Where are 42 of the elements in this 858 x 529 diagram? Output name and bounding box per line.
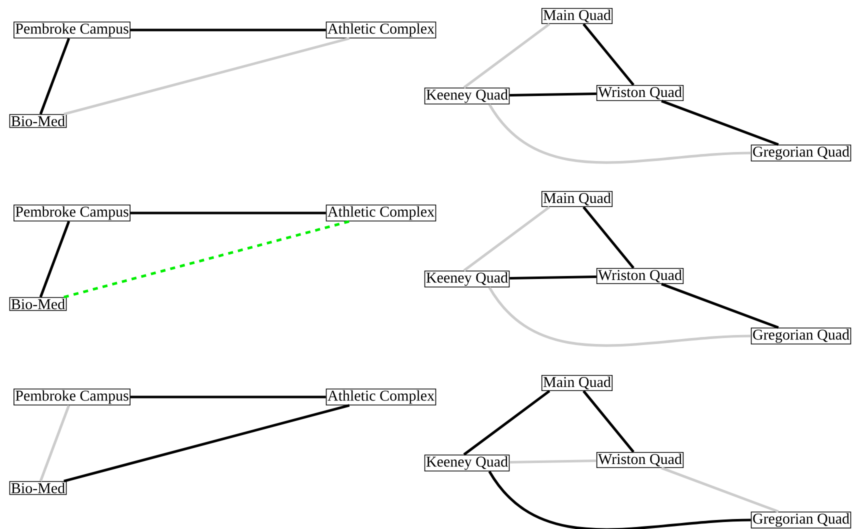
connector-line (64, 37, 350, 116)
place-box: Pembroke Campus (14, 388, 130, 406)
place-box: Main Quad (541, 374, 613, 391)
connector-line (582, 206, 634, 269)
place-box: Keeney Quad (424, 88, 510, 104)
connector-line (130, 212, 326, 214)
connector-line (510, 92, 596, 97)
connector-line (463, 206, 550, 272)
connector-line (661, 100, 779, 146)
connector-line (661, 282, 779, 329)
connector-line (661, 466, 779, 513)
connector-line (39, 220, 70, 298)
place-box: Athletic Complex (326, 22, 436, 38)
place-box: Main Quad (541, 8, 613, 24)
place-box: Keeney Quad (424, 270, 510, 288)
place-box: Wriston Quad (596, 452, 684, 468)
connector-line (510, 459, 596, 464)
place-box: Athletic Complex (326, 204, 436, 222)
place-box: Bio-Med (9, 114, 67, 128)
place-box: Gregorian Quad (750, 328, 852, 344)
place-box: Bio-Med (9, 297, 67, 311)
connector-line (582, 23, 634, 86)
place-box: Wriston Quad (596, 268, 684, 284)
connector-line (463, 22, 550, 89)
place-box: Wriston Quad (596, 84, 684, 102)
connector-line (463, 390, 550, 456)
connector-line (39, 404, 70, 482)
place-box: Pembroke Campus (14, 204, 130, 222)
connector-line (39, 38, 70, 115)
connector-line (130, 396, 326, 398)
place-box: Main Quad (541, 190, 613, 208)
place-box: Athletic Complex (326, 388, 436, 406)
connector-line (64, 404, 350, 482)
connector-line (64, 220, 350, 298)
place-box: Keeney Quad (424, 454, 510, 472)
place-box: Bio-Med (9, 481, 67, 495)
connector-line (582, 390, 634, 453)
place-box: Gregorian Quad (750, 144, 852, 162)
place-box: Pembroke Campus (14, 22, 130, 38)
connector-line (130, 28, 326, 32)
connector-line (510, 275, 596, 280)
place-box: Gregorian Quad (750, 512, 852, 528)
